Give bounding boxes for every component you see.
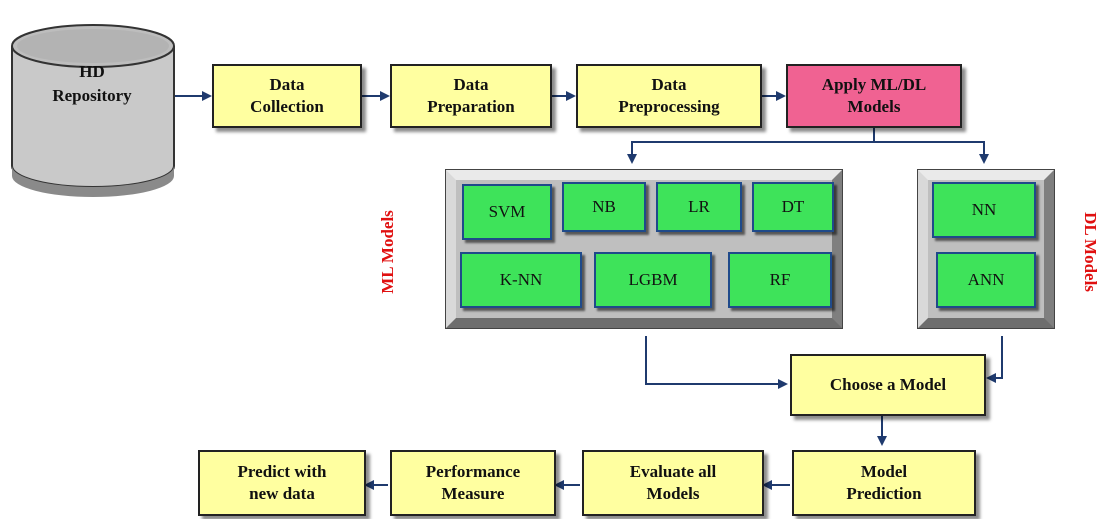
repository-line1: HD — [79, 62, 105, 81]
database-icon — [11, 24, 175, 197]
arrow-apply-to-dl — [874, 141, 989, 164]
evaluate-models-line1: Evaluate all — [629, 462, 717, 481]
model-nn: NN — [932, 182, 1036, 238]
repository-label: HD Repository — [10, 60, 174, 108]
choose-model-box: Choose a Model — [790, 354, 986, 416]
performance-measure-line1: Performance — [425, 462, 521, 481]
arrow-ml-to-choose — [645, 336, 788, 389]
predict-new-data-line1: Predict with — [237, 462, 327, 481]
model-ann: ANN — [936, 252, 1036, 308]
predict-new-data-line2: new data — [249, 484, 315, 503]
dl-models-label: DL Models — [1081, 212, 1100, 292]
model-lr: LR — [656, 182, 742, 232]
model-prediction-line2: Prediction — [846, 484, 922, 503]
repository-line2: Repository — [52, 86, 132, 105]
model-prediction-box: Model Prediction — [792, 450, 976, 516]
apply-models-line1: Apply ML/DL — [821, 75, 927, 94]
model-svm: SVM — [462, 184, 552, 240]
model-nb: NB — [562, 182, 646, 232]
arrow-apply-to-ml — [627, 128, 875, 164]
model-knn: K-NN — [460, 252, 582, 308]
evaluate-models-box: Evaluate all Models — [582, 450, 764, 516]
model-rf: RF — [728, 252, 832, 308]
model-lgbm: LGBM — [594, 252, 712, 308]
evaluate-models-line2: Models — [646, 484, 700, 503]
data-collection-line1: Data — [269, 75, 305, 94]
data-preprocessing-line2: Preprocessing — [618, 97, 720, 116]
data-collection-box: Data Collection — [212, 64, 362, 128]
performance-measure-line2: Measure — [441, 484, 505, 503]
apply-models-line2: Models — [847, 97, 901, 116]
arrow-dl-to-choose — [986, 336, 1003, 383]
ml-models-label: ML Models — [378, 210, 397, 294]
performance-measure-box: Performance Measure — [390, 450, 556, 516]
data-preparation-line1: Data — [453, 75, 489, 94]
data-collection-line2: Collection — [250, 97, 324, 116]
choose-model-label: Choose a Model — [829, 375, 947, 394]
apply-models-box: Apply ML/DL Models — [786, 64, 962, 128]
model-prediction-line1: Model — [860, 462, 908, 481]
data-preparation-line2: Preparation — [427, 97, 515, 116]
data-preprocessing-box: Data Preprocessing — [576, 64, 762, 128]
model-dt: DT — [752, 182, 834, 232]
predict-new-data-box: Predict with new data — [198, 450, 366, 516]
data-preparation-box: Data Preparation — [390, 64, 552, 128]
data-preprocessing-line1: Data — [651, 75, 687, 94]
